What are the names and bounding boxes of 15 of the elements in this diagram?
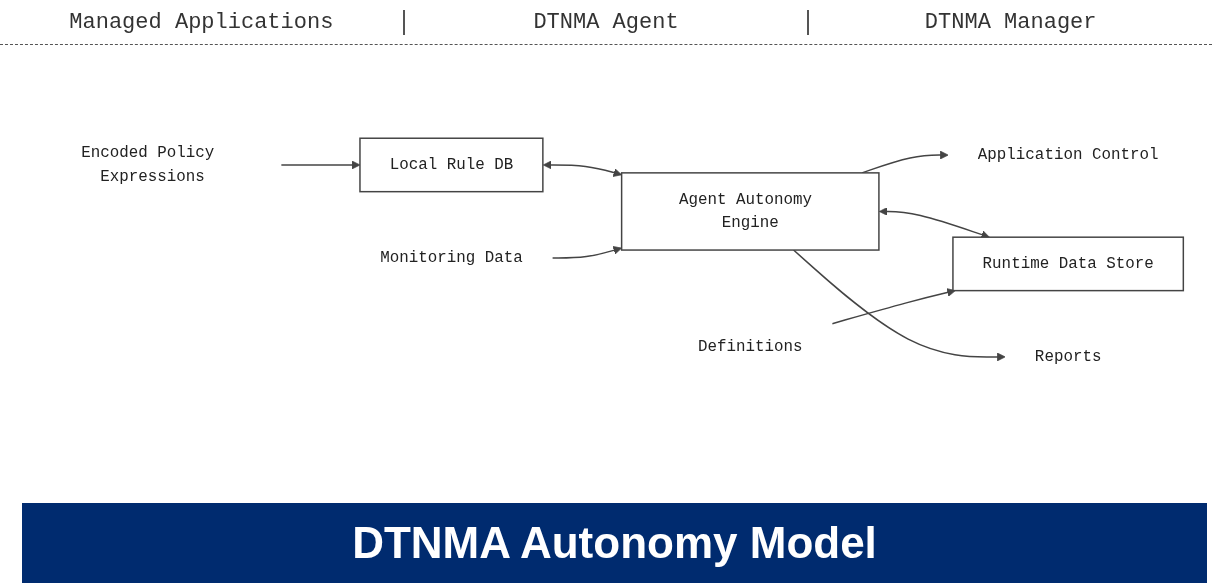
arrow xyxy=(551,245,623,259)
node-text: Application Control xyxy=(977,145,1159,164)
column-heading: DTNMA Agent xyxy=(402,9,808,35)
column-heading: DTNMA Manager xyxy=(807,9,1212,35)
node-text: Monitoring Data xyxy=(380,248,523,267)
node-box: Agent Autonomy Engine xyxy=(620,171,880,251)
arrow xyxy=(831,287,956,324)
node-text: Reports xyxy=(1034,347,1102,366)
node-text: Encoded Policy Expressions xyxy=(81,143,215,186)
column-heading: Managed Applications xyxy=(68,9,335,35)
node-box: Runtime Data Store xyxy=(952,235,1185,291)
title-banner: DTNMA Autonomy Model xyxy=(22,503,1207,583)
node-text: Definitions xyxy=(698,337,803,356)
arrow xyxy=(792,248,1006,361)
node-box: Local Rule DB xyxy=(359,137,544,192)
